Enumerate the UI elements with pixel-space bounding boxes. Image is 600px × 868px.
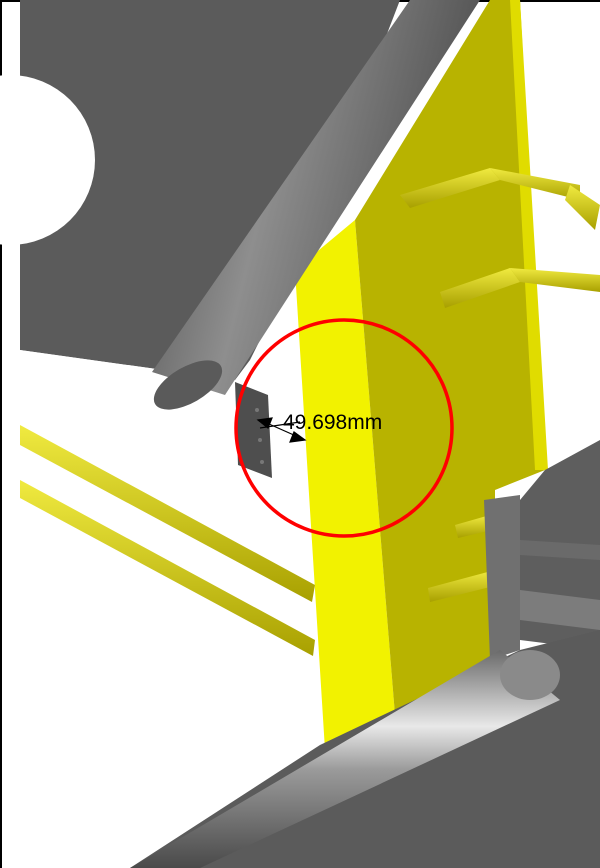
sheet-hole bbox=[0, 75, 95, 245]
yellow-rod-left-upper[interactable] bbox=[20, 425, 315, 602]
yellow-rod-left-lower[interactable] bbox=[20, 480, 315, 656]
dark-sheet-part[interactable] bbox=[0, 0, 400, 480]
bracket-part[interactable] bbox=[235, 382, 272, 478]
dimension-arrows-icon bbox=[256, 417, 307, 443]
yellow-rod-upper[interactable] bbox=[400, 168, 600, 230]
measurement-marker-circle[interactable] bbox=[234, 318, 454, 538]
viewport-border-left bbox=[0, 0, 2, 868]
bottom-tube-part[interactable] bbox=[130, 650, 560, 868]
dimension-value-label: 49.698mm bbox=[283, 411, 382, 434]
yellow-rod-lower[interactable] bbox=[428, 515, 498, 602]
clamp-part[interactable] bbox=[484, 440, 600, 660]
diagonal-tube-part[interactable] bbox=[146, 0, 480, 420]
yellow-rod-middle[interactable] bbox=[440, 268, 600, 308]
